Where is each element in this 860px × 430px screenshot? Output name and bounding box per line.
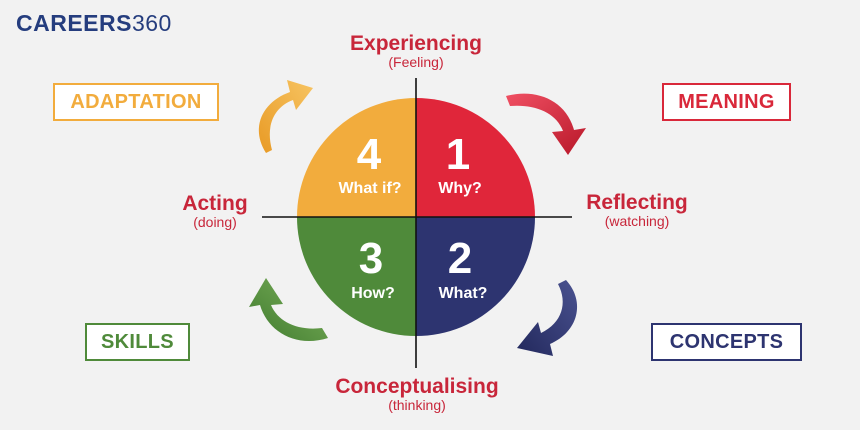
- quadrant-2-number: 2: [448, 234, 472, 283]
- label-acting-sub: (doing): [193, 214, 237, 230]
- label-reflecting-sub: (watching): [604, 213, 670, 229]
- logo-text-360: 360: [131, 10, 172, 36]
- quadrant-3-number: 3: [359, 234, 383, 283]
- quadrant-1-number: 1: [446, 130, 470, 179]
- box-meaning: MEANING: [662, 83, 791, 121]
- label-reflecting: Reflecting (watching): [572, 192, 702, 228]
- box-skills: SKILLS: [85, 323, 190, 361]
- curved-arrow-red-icon: [506, 93, 586, 155]
- label-acting-title: Acting: [182, 192, 248, 215]
- label-experiencing-sub: (Feeling): [388, 54, 444, 70]
- quadrant-3: [297, 217, 416, 336]
- box-adaptation: ADAPTATION: [53, 83, 219, 121]
- careers360-logo: CAREERS360: [16, 10, 172, 37]
- label-conceptualising-sub: (thinking): [388, 397, 446, 413]
- quadrant-3-question: How?: [351, 285, 395, 302]
- quadrant-2: [416, 217, 535, 336]
- box-concepts-label: CONCEPTS: [669, 330, 784, 353]
- box-adaptation-label: ADAPTATION: [70, 90, 202, 113]
- quadrant-4: [297, 98, 416, 217]
- label-experiencing-title: Experiencing: [350, 32, 482, 55]
- box-skills-label: SKILLS: [101, 330, 174, 353]
- quadrant-2-question: What?: [439, 285, 488, 302]
- label-reflecting-title: Reflecting: [586, 191, 688, 214]
- label-acting: Acting (doing): [165, 193, 265, 229]
- quadrant-4-question: What if?: [338, 180, 401, 197]
- label-conceptualising-title: Conceptualising: [335, 375, 499, 398]
- label-experiencing: Experiencing (Feeling): [316, 33, 516, 69]
- quadrant-1: [416, 98, 535, 217]
- quadrant-4-number: 4: [357, 130, 382, 179]
- logo-text-careers: CAREERS: [16, 10, 132, 36]
- box-meaning-label: MEANING: [678, 90, 775, 113]
- curved-arrow-blue-icon: [517, 280, 578, 356]
- label-conceptualising: Conceptualising (thinking): [306, 376, 528, 412]
- curved-arrow-green-icon: [249, 278, 328, 342]
- box-concepts: CONCEPTS: [651, 323, 802, 361]
- quadrant-1-question: Why?: [438, 180, 482, 197]
- curved-arrow-orange-icon: [258, 80, 313, 153]
